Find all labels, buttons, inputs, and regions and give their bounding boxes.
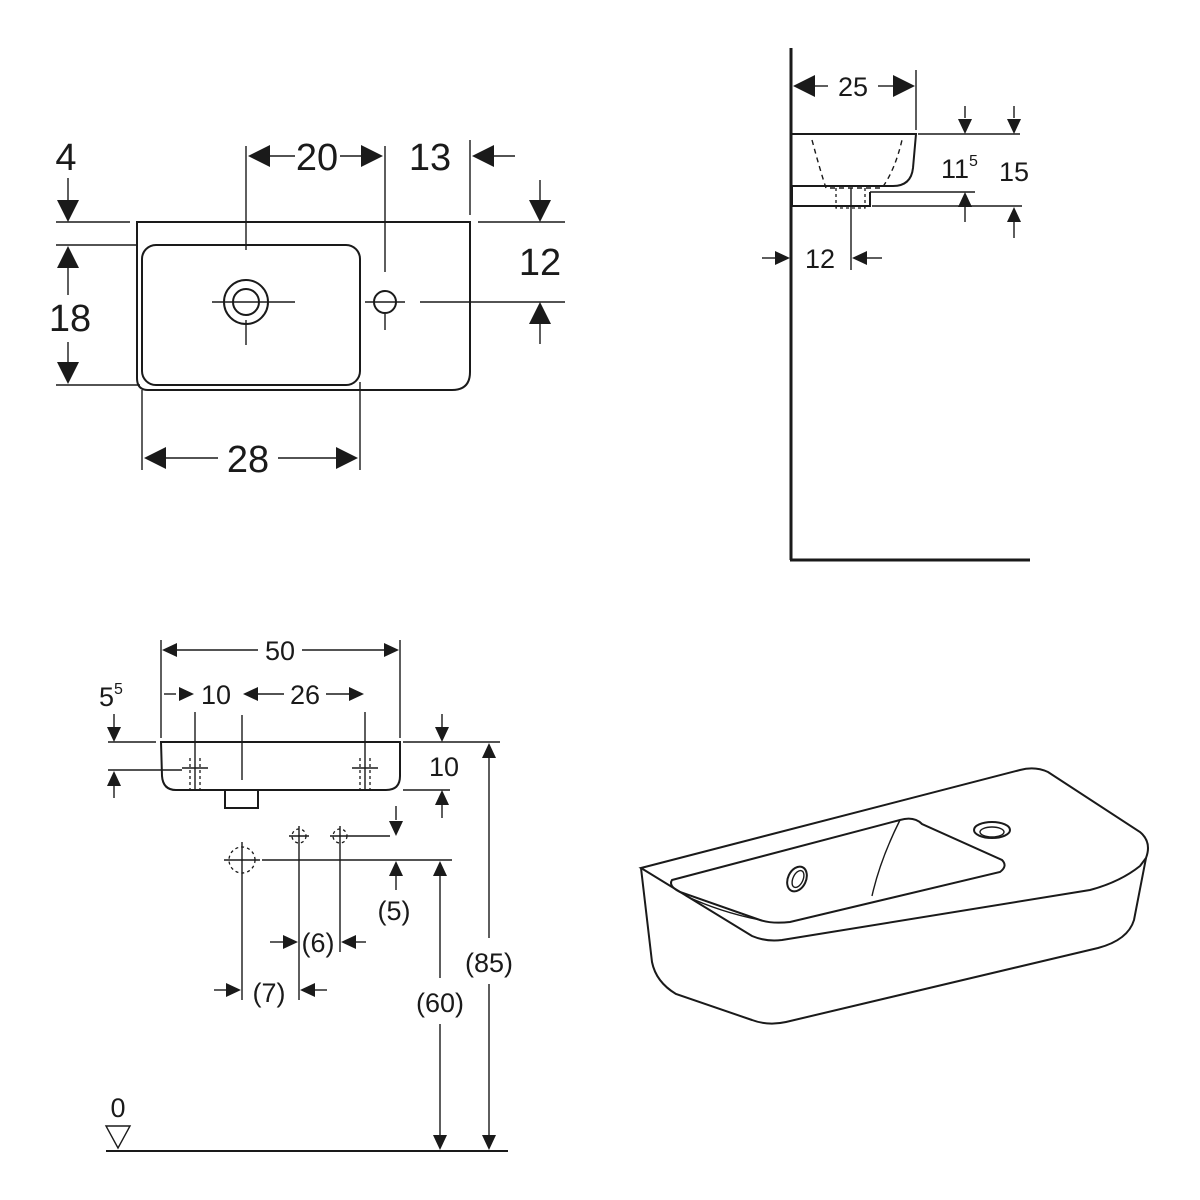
dim-side-12: 12 [805, 244, 835, 274]
dim-top-12: 12 [519, 242, 561, 284]
arrow-icon [482, 743, 496, 758]
arrow-icon [389, 821, 403, 836]
dim-front-p85: (85) [465, 948, 513, 978]
bowl-outline-top [141, 244, 361, 386]
arrow-icon [433, 861, 447, 876]
arrow-icon [243, 687, 258, 701]
arrow-icon [248, 145, 270, 167]
dim-front-p7: (7) [253, 978, 286, 1008]
arrow-icon [341, 935, 356, 949]
dim-side-15: 15 [999, 157, 1029, 187]
arrow-icon [57, 200, 79, 222]
arrow-icon [389, 861, 403, 876]
basin-front-outline [159, 741, 401, 791]
dim-top-4: 4 [55, 137, 76, 179]
dim-front-p5: (5) [378, 896, 411, 926]
dim-top-20: 20 [296, 137, 338, 179]
arrow-icon [958, 119, 972, 134]
dim-front-0: 0 [110, 1093, 125, 1123]
arrow-icon [852, 251, 867, 265]
arrow-icon [775, 251, 790, 265]
arrow-icon [958, 192, 972, 207]
arrow-icon [1007, 207, 1021, 222]
basin-bowl-3d [670, 817, 1006, 924]
side-view: 25 115 15 12 [762, 48, 1030, 562]
arrow-icon [107, 771, 121, 786]
basin-rim-3d [638, 767, 1149, 942]
front-view: 50 10 26 55 10 [99, 636, 513, 1152]
arrow-icon [529, 302, 551, 324]
dim-front-10-right: 10 [429, 752, 459, 782]
floor-level-triangle-icon [104, 1125, 132, 1150]
dim-front-p6: (6) [302, 928, 335, 958]
drain-icon-3d [786, 865, 808, 893]
arrow-icon [435, 790, 449, 805]
arrow-icon [893, 75, 915, 97]
arrow-icon [336, 447, 358, 469]
arrow-icon [283, 935, 298, 949]
dim-front-p60: (60) [416, 988, 464, 1018]
basin-body-3d [640, 857, 1147, 1025]
arrow-icon [482, 1135, 496, 1150]
basin-outline-top [136, 221, 471, 391]
arrow-icon [107, 727, 121, 742]
arrow-icon [472, 145, 494, 167]
dim-side-11-5: 115 [941, 153, 978, 184]
arrow-icon [361, 145, 383, 167]
perspective-view [638, 767, 1149, 1025]
tap-hole-icon-3d [973, 821, 1011, 839]
dim-top-18: 18 [49, 298, 91, 340]
arrow-icon [529, 200, 551, 222]
arrow-icon [349, 687, 364, 701]
arrow-icon [433, 1135, 447, 1150]
arrow-icon [435, 727, 449, 742]
dim-front-26: 26 [290, 680, 320, 710]
dim-top-28: 28 [227, 439, 269, 481]
arrow-icon [384, 643, 399, 657]
arrow-icon [179, 687, 194, 701]
dim-front-5-5: 55 [99, 681, 123, 712]
arrow-icon [1007, 119, 1021, 134]
arrow-icon [793, 75, 815, 97]
arrow-icon [162, 643, 177, 657]
arrow-icon [226, 983, 241, 997]
basin-profile-side [792, 133, 918, 187]
arrow-icon [300, 983, 315, 997]
dim-side-25: 25 [838, 72, 868, 102]
arrow-icon [57, 246, 79, 268]
arrow-icon [57, 362, 79, 384]
arrow-icon [144, 447, 166, 469]
dim-front-10: 10 [201, 680, 231, 710]
dim-front-50: 50 [265, 636, 295, 666]
dim-top-13: 13 [409, 137, 451, 179]
top-view: 20 13 4 18 12 28 [49, 137, 565, 481]
